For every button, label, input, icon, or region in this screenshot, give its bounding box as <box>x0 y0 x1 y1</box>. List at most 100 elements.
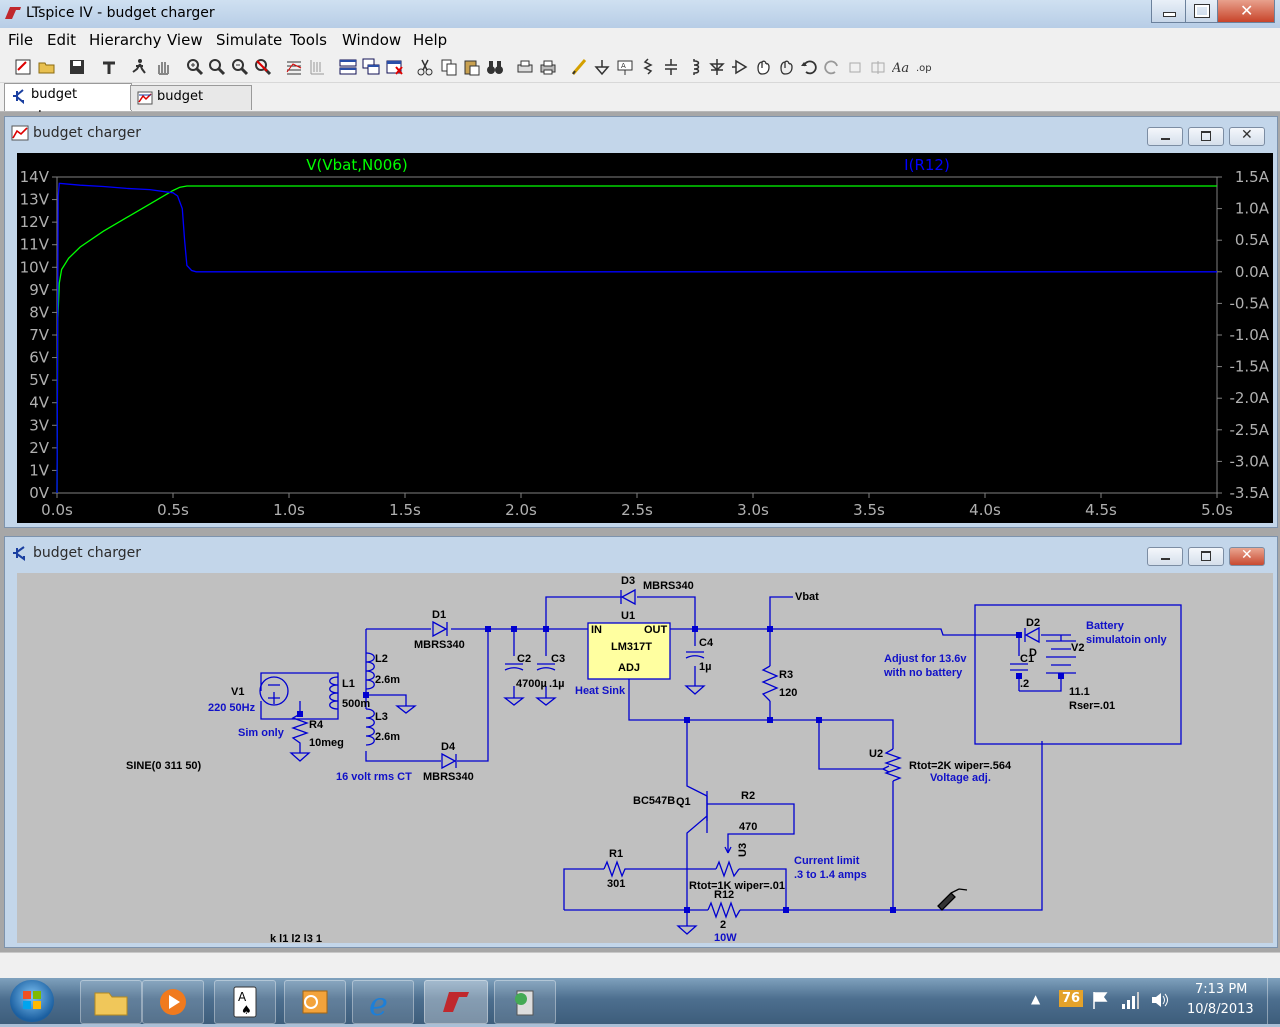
wire[interactable] <box>686 720 795 910</box>
ground-icon[interactable] <box>593 58 611 76</box>
drag-icon[interactable] <box>777 58 795 76</box>
zoom-area-icon[interactable] <box>186 58 204 76</box>
clock-date[interactable]: 10/8/2013 <box>1187 1002 1254 1017</box>
taskbar-outlook[interactable] <box>284 980 346 1024</box>
minimize-button[interactable] <box>1151 0 1186 23</box>
print-icon[interactable] <box>539 58 557 76</box>
volume-icon[interactable] <box>1150 990 1170 1010</box>
redo-icon[interactable] <box>823 58 841 76</box>
tray-badge[interactable]: 76 <box>1059 990 1084 1007</box>
resistor-icon[interactable] <box>639 58 657 76</box>
diode-d1[interactable] <box>432 620 448 638</box>
clock-time[interactable]: 7:13 PM <box>1195 982 1248 997</box>
move-icon[interactable] <box>754 58 772 76</box>
show-desktop-button[interactable] <box>1267 978 1280 1024</box>
draw-wire-icon[interactable] <box>570 58 588 76</box>
potentiometer-u2[interactable] <box>884 748 902 782</box>
wire[interactable] <box>366 628 1071 636</box>
resistor-r3[interactable] <box>761 665 779 702</box>
text-icon[interactable]: Aa <box>892 58 910 76</box>
wire[interactable] <box>628 679 894 910</box>
save-icon[interactable] <box>68 58 86 76</box>
menu-file[interactable]: File <box>8 31 34 49</box>
diode-d2[interactable] <box>1024 626 1040 644</box>
taskbar-ltspice[interactable] <box>424 980 488 1024</box>
capacitor-c3[interactable] <box>536 663 556 671</box>
resistor-r12[interactable] <box>707 901 741 919</box>
menu-tools[interactable]: Tools <box>290 31 327 49</box>
show-hidden-icons[interactable]: ▲ <box>1031 992 1041 1006</box>
inductor-l3[interactable] <box>365 708 375 746</box>
open-icon[interactable] <box>38 58 56 76</box>
zoom-fit-icon[interactable] <box>254 58 272 76</box>
halt-icon[interactable] <box>154 58 172 76</box>
capacitor-c4[interactable] <box>685 651 705 659</box>
schematic-canvas[interactable]: D3 MBRS340 U1 IN OUT LM317T ADJ Heat Sin… <box>17 573 1273 945</box>
autorange-icon[interactable] <box>285 58 303 76</box>
taskbar-solitaire[interactable]: A♠ <box>214 980 276 1024</box>
capacitor-c2[interactable] <box>504 663 524 671</box>
waveform-close-button[interactable]: ✕ <box>1229 127 1265 146</box>
potentiometer-u3[interactable] <box>715 860 740 878</box>
mirror-icon[interactable] <box>869 58 887 76</box>
diode-icon[interactable] <box>708 58 726 76</box>
control-panel-icon[interactable] <box>100 58 118 76</box>
wire[interactable] <box>545 596 696 629</box>
paste-icon[interactable] <box>463 58 481 76</box>
waveform-maximize-button[interactable] <box>1188 127 1224 146</box>
new-schematic-icon[interactable] <box>14 58 32 76</box>
restore-button[interactable] <box>1185 0 1218 23</box>
undo-icon[interactable] <box>800 58 818 76</box>
zoom-in-icon[interactable] <box>208 58 226 76</box>
capacitor-icon[interactable] <box>662 58 680 76</box>
inductor-icon[interactable] <box>685 58 703 76</box>
diode-d3[interactable] <box>620 588 636 606</box>
taskbar-media-player[interactable] <box>142 980 204 1024</box>
action-center-flag-icon[interactable] <box>1091 990 1109 1010</box>
wire[interactable] <box>563 741 1043 911</box>
spice-directive-icon[interactable]: .op <box>915 58 933 76</box>
wire[interactable] <box>513 629 547 698</box>
menu-simulate[interactable]: Simulate <box>216 31 283 49</box>
capacitor-c1[interactable] <box>1010 663 1028 671</box>
menu-edit[interactable]: Edit <box>47 31 77 49</box>
resistor-r4[interactable] <box>291 713 309 749</box>
wire[interactable] <box>260 672 339 720</box>
network-icon[interactable] <box>1120 990 1140 1010</box>
battery-sim-box[interactable] <box>974 604 1182 745</box>
menu-view[interactable]: View <box>167 31 203 49</box>
menu-hierarchy[interactable]: Hierarchy <box>89 31 162 49</box>
lm317-regulator[interactable] <box>587 622 671 680</box>
schematic-drawing[interactable]: D3 MBRS340 U1 IN OUT LM317T ADJ Heat Sin… <box>17 573 1273 945</box>
schematic-minimize-button[interactable] <box>1147 547 1183 566</box>
label-net-icon[interactable]: A <box>616 58 634 76</box>
taskbar-internet-explorer[interactable]: e <box>352 980 414 1024</box>
zoom-out-icon[interactable] <box>231 58 249 76</box>
menu-window[interactable]: Window <box>342 31 402 49</box>
close-button[interactable]: ✕ <box>1217 0 1275 23</box>
run-icon[interactable] <box>130 58 148 76</box>
tab-budget-charger-schematic[interactable]: budget charger <box>4 83 132 124</box>
cascade-icon[interactable] <box>362 58 380 76</box>
voltage-source-v1[interactable] <box>259 676 289 706</box>
find-icon[interactable] <box>486 58 504 76</box>
schematic-maximize-button[interactable] <box>1188 547 1224 566</box>
inductor-l2[interactable] <box>365 652 375 690</box>
wire[interactable] <box>1018 635 1062 692</box>
print-setup-icon[interactable] <box>516 58 534 76</box>
component-icon[interactable] <box>731 58 749 76</box>
taskbar-explorer[interactable] <box>80 980 142 1024</box>
resistor-r1[interactable] <box>603 860 628 878</box>
cut-icon[interactable] <box>416 58 434 76</box>
wire[interactable] <box>366 694 407 706</box>
wire[interactable] <box>769 596 793 629</box>
taskbar-network-app[interactable] <box>494 980 556 1024</box>
tab-budget-charger-waveform[interactable]: budget charger <box>130 85 252 126</box>
start-button[interactable] <box>10 980 54 1022</box>
schematic-close-button[interactable]: ✕ <box>1229 547 1265 566</box>
wire[interactable] <box>365 629 489 762</box>
grid-icon[interactable] <box>308 58 326 76</box>
diode-d4[interactable] <box>441 752 457 770</box>
